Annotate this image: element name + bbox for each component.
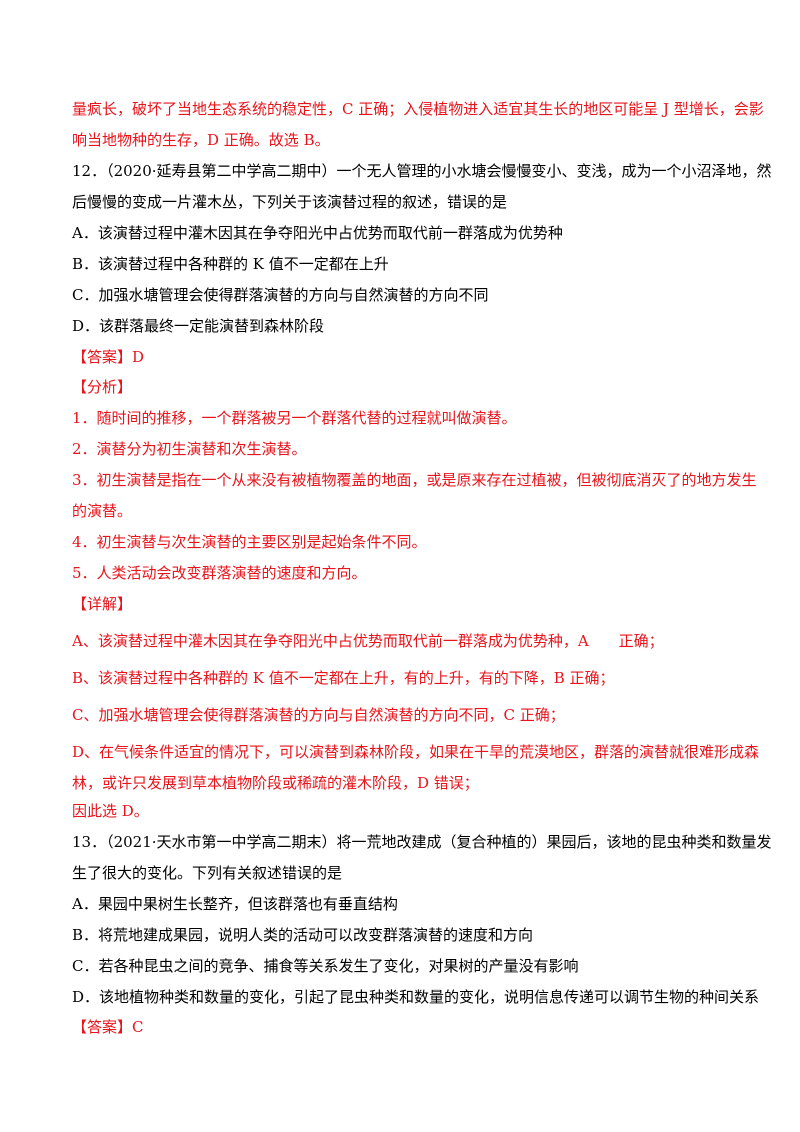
explanation-label: 【详解】 — [72, 595, 133, 613]
analysis-item: 2．演替分为初生演替和次生演替。 — [72, 440, 307, 458]
question-13-stem: 13．（2021·天水市第一中学高二期末）将一荒地改建成（复合种植的）果园后，该… — [72, 833, 772, 851]
explanation-item: B、该演替过程中各种群的 K 值不一定都在上升，有的上升，有的下降，B 正确； — [72, 669, 615, 687]
option-d: D．该群落最终一定能演替到森林阶段 — [72, 317, 325, 335]
option-a: A．果园中果树生长整齐，但该群落也有垂直结构 — [72, 895, 398, 913]
conclusion: 因此选 D。 — [72, 802, 149, 820]
text-line: 的演替。 — [72, 502, 133, 520]
answer-label: 【答案】D — [72, 348, 145, 366]
text-line: 量疯长，破坏了当地生态系统的稳定性，C 正确；入侵植物进入适宜其生长的地区可能呈… — [72, 100, 764, 118]
option-c: C．加强水塘管理会使得群落演替的方向与自然演替的方向不同 — [72, 286, 489, 304]
explanation-item: D、在气候条件适宜的情况下，可以演替到森林阶段，如果在干旱的荒漠地区，群落的演替… — [72, 743, 760, 761]
option-a: A．该演替过程中灌木因其在争夺阳光中占优势而取代前一群落成为优势种 — [72, 224, 563, 242]
text-line: 生了很大的变化。下列有关叙述错误的是 — [72, 864, 343, 882]
analysis-item: 4．初生演替与次生演替的主要区别是起始条件不同。 — [72, 533, 427, 551]
analysis-label: 【分析】 — [72, 378, 133, 396]
option-b: B．将荒地建成果园，说明人类的活动可以改变群落演替的速度和方向 — [72, 926, 534, 944]
option-d: D．该地植物种类和数量的变化，引起了昆虫种类和数量的变化，说明信息传递可以调节生… — [72, 988, 760, 1006]
analysis-item: 1．随时间的推移，一个群落被另一个群落代替的过程就叫做演替。 — [72, 409, 517, 427]
text-line: 林，或许只发展到草本植物阶段或稀疏的灌木阶段，D 错误； — [72, 774, 479, 792]
option-c: C．若各种昆虫之间的竞争、捕食等关系发生了变化，对果树的产量没有影响 — [72, 957, 579, 975]
analysis-item: 3．初生演替是指在一个从来没有被植物覆盖的地面，或是原来存在过植被，但被彻底消灭… — [72, 471, 757, 489]
analysis-item: 5．人类活动会改变群落演替的速度和方向。 — [72, 564, 367, 582]
explanation-item: A、该演替过程中灌木因其在争夺阳光中占优势而取代前一群落成为优势种，A 正确； — [72, 632, 664, 650]
explanation-item: C、加强水塘管理会使得群落演替的方向与自然演替的方向不同，C 正确； — [72, 706, 565, 724]
text-line: 后慢慢的变成一片灌木丛，下列关于该演替过程的叙述，错误的是 — [72, 193, 508, 211]
question-12-stem: 12．（2020·延寿县第二中学高二期中）一个无人管理的小水塘会慢慢变小、变浅，… — [72, 162, 772, 180]
answer-label: 【答案】C — [72, 1018, 144, 1036]
text-line: 响当地物种的生存，D 正确。故选 B。 — [72, 131, 330, 149]
option-b: B．该演替过程中各种群的 K 值不一定都在上升 — [72, 255, 389, 273]
